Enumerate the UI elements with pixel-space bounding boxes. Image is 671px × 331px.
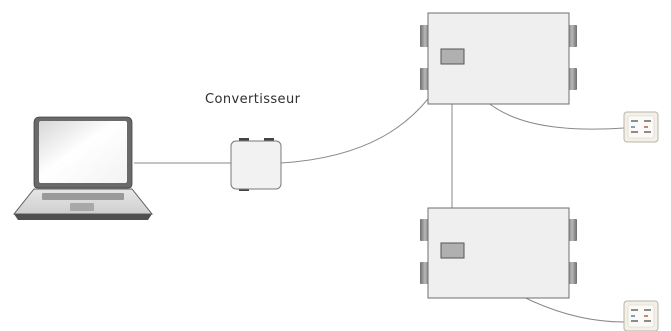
converter-label: Convertisseur: [205, 92, 301, 107]
controller-chip: [440, 242, 465, 259]
laptop-screen: [39, 121, 127, 183]
ventilation-unit-1: [420, 12, 577, 105]
ventilation-unit-2: [420, 207, 577, 299]
laptop-touchpad: [70, 203, 94, 211]
laptop-base-edge: [14, 214, 152, 220]
converter-body: [230, 140, 282, 190]
laptop-icon: [12, 116, 154, 220]
laptop-keyboard: [42, 193, 124, 200]
wall-control-panel-icon: [623, 300, 659, 331]
wall-control-panel-icon: [623, 111, 659, 143]
converter-box-icon: [230, 138, 282, 191]
controller-chip: [440, 48, 465, 65]
